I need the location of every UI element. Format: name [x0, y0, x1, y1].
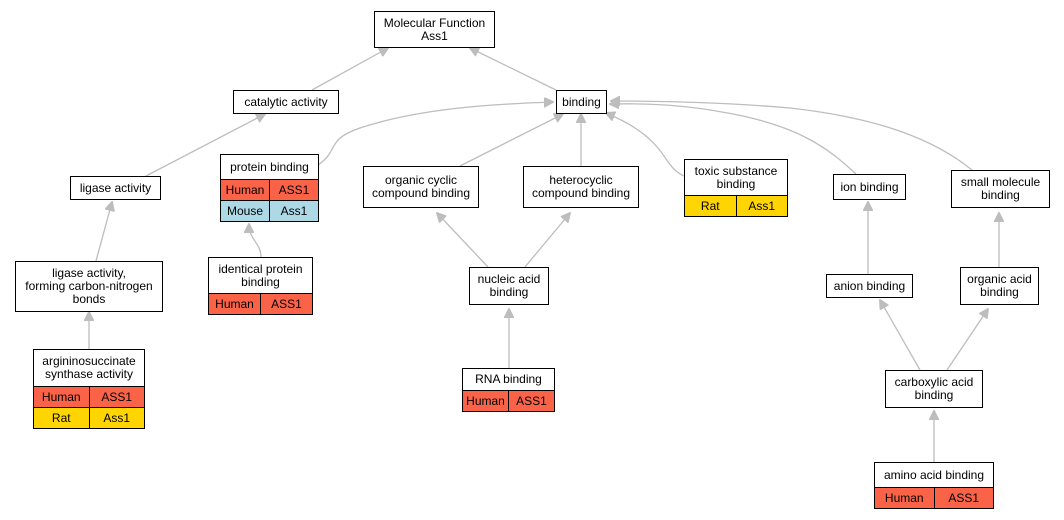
node-label-line1: small molecule [960, 175, 1041, 189]
annotation-row-mouse: Mouse Ass1 [221, 200, 318, 221]
node-label-line2: compound binding [371, 186, 471, 200]
species-label: Human [884, 490, 924, 505]
node-label-line1: heterocyclic [549, 173, 613, 187]
node-carboxylic-acid-binding[interactable]: carboxylic acid binding [885, 370, 983, 408]
edge-ligasecn-to-ligase [95, 202, 112, 262]
node-label-line1: nucleic acid [477, 272, 541, 286]
edge-nucleic-to-organiccyclic [437, 213, 489, 268]
node-label-line2: binding [914, 388, 954, 402]
node-rna-binding[interactable]: RNA binding Human ASS1 [462, 368, 555, 412]
node-nucleic-acid-binding[interactable]: nucleic acid binding [469, 267, 549, 305]
edge-protein-to-binding [317, 102, 553, 166]
species-label: Human [225, 182, 265, 197]
node-label-line1: toxic substance [694, 163, 778, 178]
species-label: Human [215, 296, 254, 311]
node-organic-acid-binding[interactable]: organic acid binding [960, 267, 1039, 305]
node-label-line1: organic cyclic [384, 173, 458, 187]
node-label-line2: binding [980, 285, 1019, 299]
gene-label: ASS1 [260, 294, 312, 314]
node-label-line2: binding [716, 176, 756, 191]
node-label-line1: organic acid [967, 272, 1032, 286]
node-label: RNA binding [475, 372, 542, 386]
node-label-line2: binding [241, 274, 280, 289]
node-label-line2: binding [981, 188, 1020, 202]
edge-identical-to-protein [249, 224, 262, 258]
node-identical-protein-binding[interactable]: identical protein binding Human ASS1 [208, 257, 313, 315]
annotation-row-human: Human ASS1 [221, 179, 318, 200]
edge-binding-to-root [470, 48, 557, 91]
annotation-row-human: Human ASS1 [34, 386, 144, 407]
node-label: ligase activity [79, 180, 152, 195]
node-label-line1: identical protein [218, 261, 303, 276]
gene-label: Ass1 [735, 196, 788, 216]
node-organic-cyclic-compound-binding[interactable]: organic cyclic compound binding [363, 166, 479, 208]
species-label: Rat [51, 410, 71, 425]
node-ion-binding[interactable]: ion binding [833, 174, 906, 200]
edge-catalytic-to-root [311, 48, 388, 91]
node-anion-binding[interactable]: anion binding [826, 274, 913, 298]
node-label: catalytic activity [244, 94, 328, 109]
node-label-line2: binding [489, 285, 529, 299]
node-amino-acid-binding[interactable]: amino acid binding Human ASS1 [874, 462, 994, 509]
edge-carboxylic-to-anion [880, 300, 921, 371]
node-ligase-cn-bonds[interactable]: ligase activity, forming carbon-nitrogen… [15, 261, 163, 312]
node-catalytic-activity[interactable]: catalytic activity [233, 90, 339, 114]
node-label-line2: forming carbon-nitrogen [25, 279, 153, 293]
annotation-row-human: Human ASS1 [875, 487, 993, 508]
node-small-molecule-binding[interactable]: small molecule binding [951, 170, 1050, 208]
node-label: amino acid binding [883, 467, 985, 482]
node-molecular-function-root[interactable]: Molecular Function Ass1 [374, 11, 495, 48]
node-label-line3: bonds [72, 292, 106, 306]
node-label-line1: carboxylic acid [894, 375, 974, 389]
gene-label: Ass1 [88, 408, 145, 428]
root-title: Molecular Function [383, 15, 486, 30]
annotation-row-rat: Rat Ass1 [34, 407, 144, 428]
gene-label: ASS1 [88, 387, 145, 407]
node-ligase-activity[interactable]: ligase activity [70, 176, 161, 200]
node-label: binding [562, 94, 601, 109]
node-label: anion binding [833, 278, 906, 293]
node-argininosuccinate-synthase[interactable]: argininosuccinate synthase activity Huma… [33, 349, 145, 429]
species-label: Human [41, 389, 81, 404]
node-label-line1: ligase activity, [52, 266, 126, 280]
annotation-row-human: Human ASS1 [463, 390, 554, 411]
node-heterocyclic-compound-binding[interactable]: heterocyclic compound binding [523, 166, 639, 208]
node-toxic-substance-binding[interactable]: toxic substance binding Rat Ass1 [684, 159, 788, 217]
annotation-row-human: Human ASS1 [209, 293, 312, 314]
node-label: protein binding [230, 159, 309, 174]
species-label: Mouse [226, 203, 264, 218]
edge-smallmol-to-binding [611, 101, 973, 171]
node-binding[interactable]: binding [556, 90, 607, 114]
species-label: Rat [700, 198, 720, 213]
annotation-row-rat: Rat Ass1 [685, 195, 787, 216]
gene-label: ASS1 [508, 391, 554, 411]
node-label-line1: argininosuccinate [42, 354, 136, 368]
edge-nucleic-to-heterocyclic [524, 213, 570, 268]
edge-carboxylic-to-organicacid [946, 309, 988, 371]
root-subtitle: Ass1 [421, 28, 448, 43]
node-label-line2: compound binding [531, 186, 631, 200]
species-label: Human [466, 393, 505, 408]
node-label: ion binding [840, 179, 899, 194]
node-protein-binding[interactable]: protein binding Human ASS1 Mouse Ass1 [220, 154, 319, 222]
node-label-line2: synthase activity [44, 367, 134, 381]
gene-label: ASS1 [269, 180, 318, 200]
gene-label: ASS1 [933, 488, 994, 508]
edge-organiccyclic-to-binding [459, 114, 563, 167]
gene-label: Ass1 [269, 201, 318, 221]
